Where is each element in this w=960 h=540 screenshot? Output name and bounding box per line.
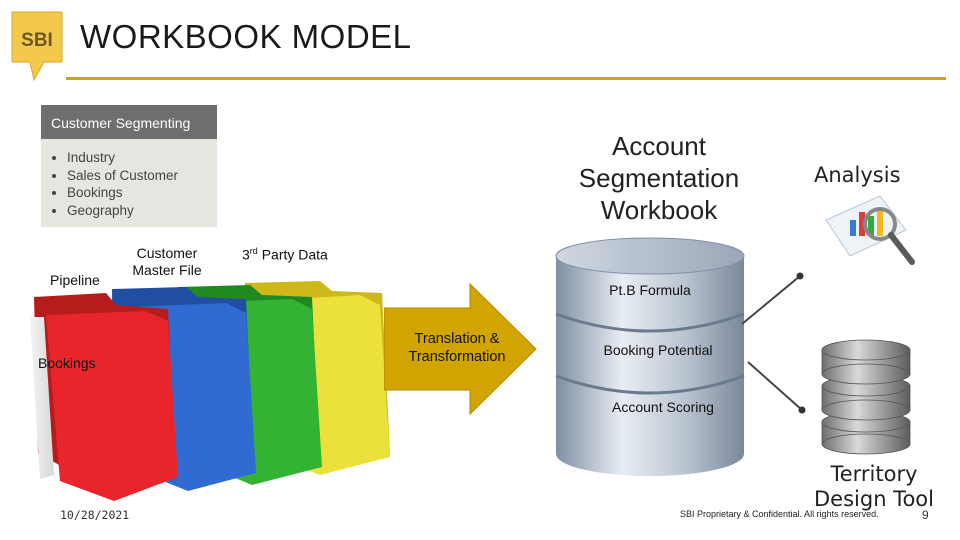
analysis-label: Analysis — [814, 163, 901, 187]
page-title: WORKBOOK MODEL — [80, 18, 412, 55]
segmenting-header: Customer Segmenting — [41, 105, 217, 139]
red-folder — [30, 293, 178, 501]
connector-lines — [740, 270, 810, 420]
sbi-logo: SBI — [6, 6, 66, 82]
layer-account-scoring: Account Scoring — [612, 399, 714, 415]
customer-master-label: Customer Master File — [132, 245, 202, 278]
bookings-label: Bookings — [38, 355, 96, 371]
folders-illustration — [20, 275, 400, 505]
arrow-label: Translation & Transformation — [408, 331, 506, 365]
workbook-title: Account Segmentation Workbook — [578, 131, 740, 225]
footer-date: 10/28/2021 — [60, 508, 130, 522]
transformation-arrow — [383, 282, 554, 416]
list-item: Bookings — [67, 184, 217, 202]
territory-label: Territory Design Tool — [814, 462, 934, 511]
layer-booking-potential: Booking Potential — [603, 342, 713, 358]
title-underline — [66, 77, 946, 80]
segmenting-list: Industry Sales of Customer Bookings Geog… — [41, 139, 217, 219]
list-item: Industry — [67, 149, 217, 167]
logo-text: SBI — [21, 30, 53, 51]
territory-disk-stack-icon — [816, 334, 916, 458]
database-cylinder — [550, 236, 750, 478]
list-item: Geography — [67, 202, 217, 220]
list-item: Sales of Customer — [67, 167, 217, 185]
pipeline-label: Pipeline — [50, 272, 100, 288]
third-party-label: 3rd Party Data — [242, 246, 328, 263]
segmenting-box: Industry Sales of Customer Bookings Geog… — [41, 139, 217, 227]
footer-notice: SBI Proprietary & Confidential. All righ… — [680, 509, 879, 519]
page-number: 9 — [922, 508, 929, 522]
layer-ptb-formula: Pt.B Formula — [609, 282, 691, 298]
analysis-chart-icon — [820, 190, 920, 272]
